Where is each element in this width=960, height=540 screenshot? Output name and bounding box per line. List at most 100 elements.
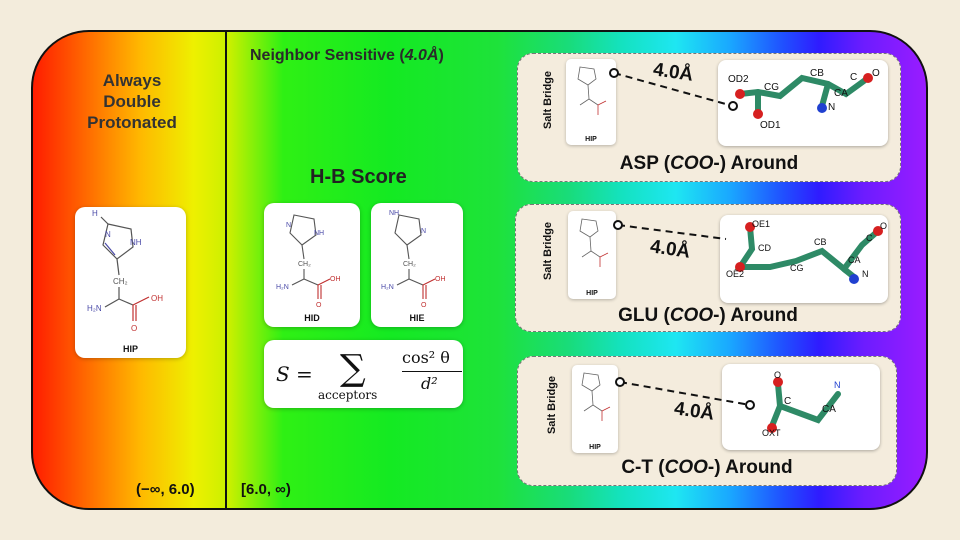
caption-tail: -) Around xyxy=(707,457,793,478)
atom-label: C xyxy=(866,233,873,243)
glu-salt-bridge-box: Salt Bridge HIP OE1 CD CG xyxy=(515,204,901,332)
atom-label: OH xyxy=(330,276,341,283)
title-prefix: Neighbor Sensitive ( xyxy=(250,47,405,64)
atom-label: N xyxy=(286,222,291,229)
glu-caption: GLU (COO-) Around xyxy=(516,305,900,327)
salt-bridge-dashed-link xyxy=(615,377,755,410)
hb-score-formula: S = ∑ acceptors cos² θ d² xyxy=(264,340,463,408)
hip-structure-card: H NH N CH₂ H₂N OH O HIP xyxy=(75,207,186,358)
caption-name: C-T ( xyxy=(621,457,665,478)
title-line: Always xyxy=(102,71,162,90)
atom-label: NH xyxy=(130,238,142,247)
range-left-label: (−∞, 6.0) xyxy=(136,481,195,498)
ph-divider xyxy=(225,30,227,510)
hie-structure-card: NH N CH₂ H₂N OH O HIE xyxy=(371,203,463,327)
atom-label: NH xyxy=(389,210,399,217)
hip-mini-label: HIP xyxy=(589,444,601,451)
atom-label: O xyxy=(880,221,887,231)
atom-label: CA xyxy=(848,255,861,265)
hid-structure-card: NH N CH₂ H₂N OH O HID xyxy=(264,203,360,327)
hip-structure-diagram: H NH N CH₂ H₂N OH O xyxy=(87,209,163,333)
atom-label: OD2 xyxy=(728,74,749,85)
ct-salt-bridge-box: Salt Bridge HIP O C CA N OXT xyxy=(517,356,897,486)
caption-group: COO xyxy=(664,457,708,478)
hid-label: HID xyxy=(304,313,320,323)
atom-label: C xyxy=(784,396,791,407)
caption-name: ASP ( xyxy=(619,153,671,174)
atom-label: CB xyxy=(810,68,824,79)
hie-label: HIE xyxy=(409,313,425,323)
atom-label: NH xyxy=(314,230,324,237)
atom-label: OH xyxy=(151,294,163,303)
atom-label: O xyxy=(421,302,427,309)
hip-mini-diagram xyxy=(577,66,607,115)
atom-label: CA xyxy=(834,88,848,99)
atom-label: CD xyxy=(758,243,771,253)
atom-label: N xyxy=(421,228,426,235)
caption-group: COO xyxy=(670,153,714,174)
caption-tail: -) Around xyxy=(713,305,798,326)
atom-label: H₂N xyxy=(381,284,394,291)
atom-label: O xyxy=(131,324,137,333)
hip-mini-card: HIP xyxy=(568,211,616,299)
ct-caption: C-T (COO-) Around xyxy=(518,457,896,479)
formula-subscript: acceptors xyxy=(318,388,378,402)
atom-label: H xyxy=(92,209,98,218)
atom-label: OE1 xyxy=(752,219,770,229)
atom-label: CA xyxy=(822,404,836,415)
hb-score-title: H-B Score xyxy=(310,166,407,188)
range-right-label: [6.0, ∞) xyxy=(241,481,291,498)
formula-denominator: d² xyxy=(421,374,438,393)
atom-label: C xyxy=(850,72,857,83)
salt-bridge-dashed-link xyxy=(613,220,727,240)
hip-mini-card: HIP xyxy=(566,59,616,145)
asp-molecule-diagram: OD2 CG CB CA C O N OD1 xyxy=(728,68,880,131)
atom-label: OH xyxy=(435,276,446,283)
ct-molecule-diagram: O C CA N OXT xyxy=(762,370,841,438)
atom-label: OD1 xyxy=(760,120,781,131)
atom-label: O xyxy=(316,302,322,309)
formula-sum: ∑ xyxy=(340,348,366,389)
hip-mini-label: HIP xyxy=(585,136,597,143)
asp-salt-bridge-box: Salt Bridge HIP OD2 CG xyxy=(517,53,901,182)
title-distance: 4.0Å xyxy=(404,47,439,64)
atom-label: CG xyxy=(764,82,779,93)
glu-molecule-card: OE1 CD CG CB CA C O N OE2 xyxy=(720,215,888,303)
caption-name: GLU ( xyxy=(618,305,670,326)
hie-structure-diagram: NH N CH₂ H₂N OH O xyxy=(381,210,446,309)
atom-label: N xyxy=(828,102,835,113)
title-line: Protonated xyxy=(87,113,177,132)
hip-mini-diagram xyxy=(581,372,611,421)
formula-numerator: cos² θ xyxy=(402,348,450,367)
formula-fraction-bar xyxy=(402,371,462,372)
caption-group: COO xyxy=(669,305,714,326)
atom-label: H₂N xyxy=(87,304,102,313)
salt-bridge-dashed-link xyxy=(609,68,738,111)
asp-caption: ASP (COO-) Around xyxy=(518,153,900,175)
glu-molecule-diagram: OE1 CD CG CB CA C O N OE2 xyxy=(726,219,887,284)
atom-label: OE2 xyxy=(726,269,744,279)
hip-label: HIP xyxy=(122,344,138,354)
atom-label: N xyxy=(105,230,111,239)
hid-structure-diagram: NH N CH₂ H₂N OH O xyxy=(276,214,341,309)
atom-label: CH₂ xyxy=(298,261,311,268)
atom-label: CG xyxy=(790,263,804,273)
atom-label: O xyxy=(872,68,880,79)
title-suffix: ) xyxy=(438,47,444,64)
atom-label: CB xyxy=(814,237,827,247)
atom-label: N xyxy=(834,380,841,390)
hip-mini-diagram xyxy=(579,218,609,267)
caption-tail: -) Around xyxy=(713,153,799,174)
hip-mini-label: HIP xyxy=(586,290,598,297)
neighbor-sensitive-title: Neighbor Sensitive (4.0Å) xyxy=(250,47,444,65)
hip-mini-card: HIP xyxy=(572,365,618,453)
formula-lhs: S = xyxy=(276,362,313,386)
atom-label: CH₂ xyxy=(403,261,416,268)
atom-label: H₂N xyxy=(276,284,289,291)
atom-label: N xyxy=(862,269,869,279)
always-double-protonated-title: Always Double Protonated xyxy=(62,70,202,133)
atom-label: O xyxy=(774,370,781,380)
atom-label: CH₂ xyxy=(113,277,128,286)
title-line: Double xyxy=(103,92,161,111)
asp-molecule-card: OD2 CG CB CA C O N OD1 xyxy=(718,60,888,146)
